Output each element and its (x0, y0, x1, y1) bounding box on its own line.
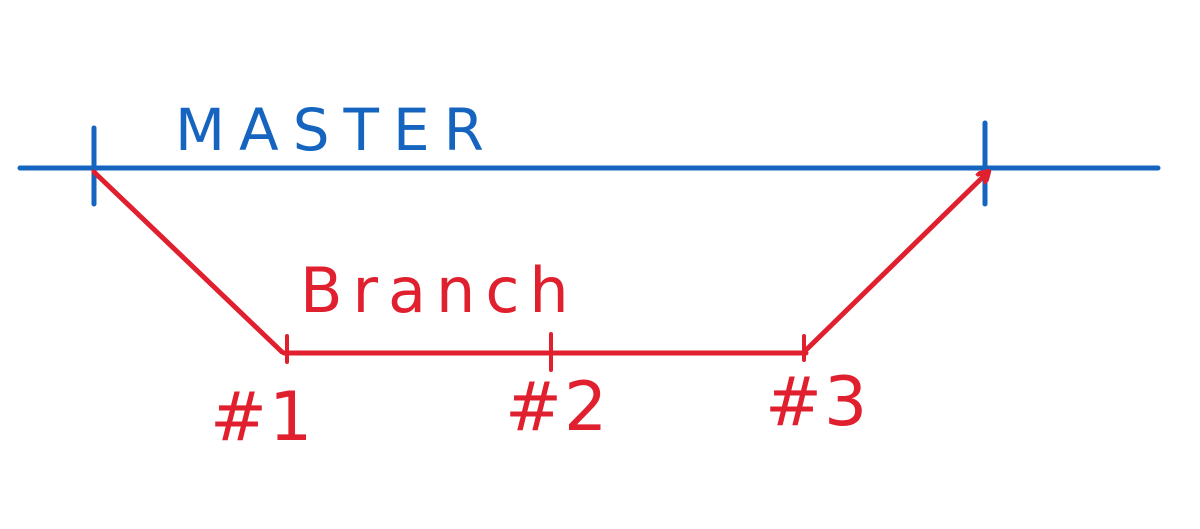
master-branch: MASTER (17, 96, 1161, 207)
feature-branch: Branch #1 #2 #3 (91, 169, 988, 457)
master-label: MASTER (175, 96, 498, 164)
commit-label-2: #2 (505, 368, 609, 447)
branch-diverge-line (91, 169, 285, 355)
branch-label: Branch (300, 254, 579, 327)
branch-merge-arrow (803, 172, 988, 353)
commit-label-3: #3 (765, 363, 869, 442)
commit-label-1: #1 (210, 378, 314, 457)
